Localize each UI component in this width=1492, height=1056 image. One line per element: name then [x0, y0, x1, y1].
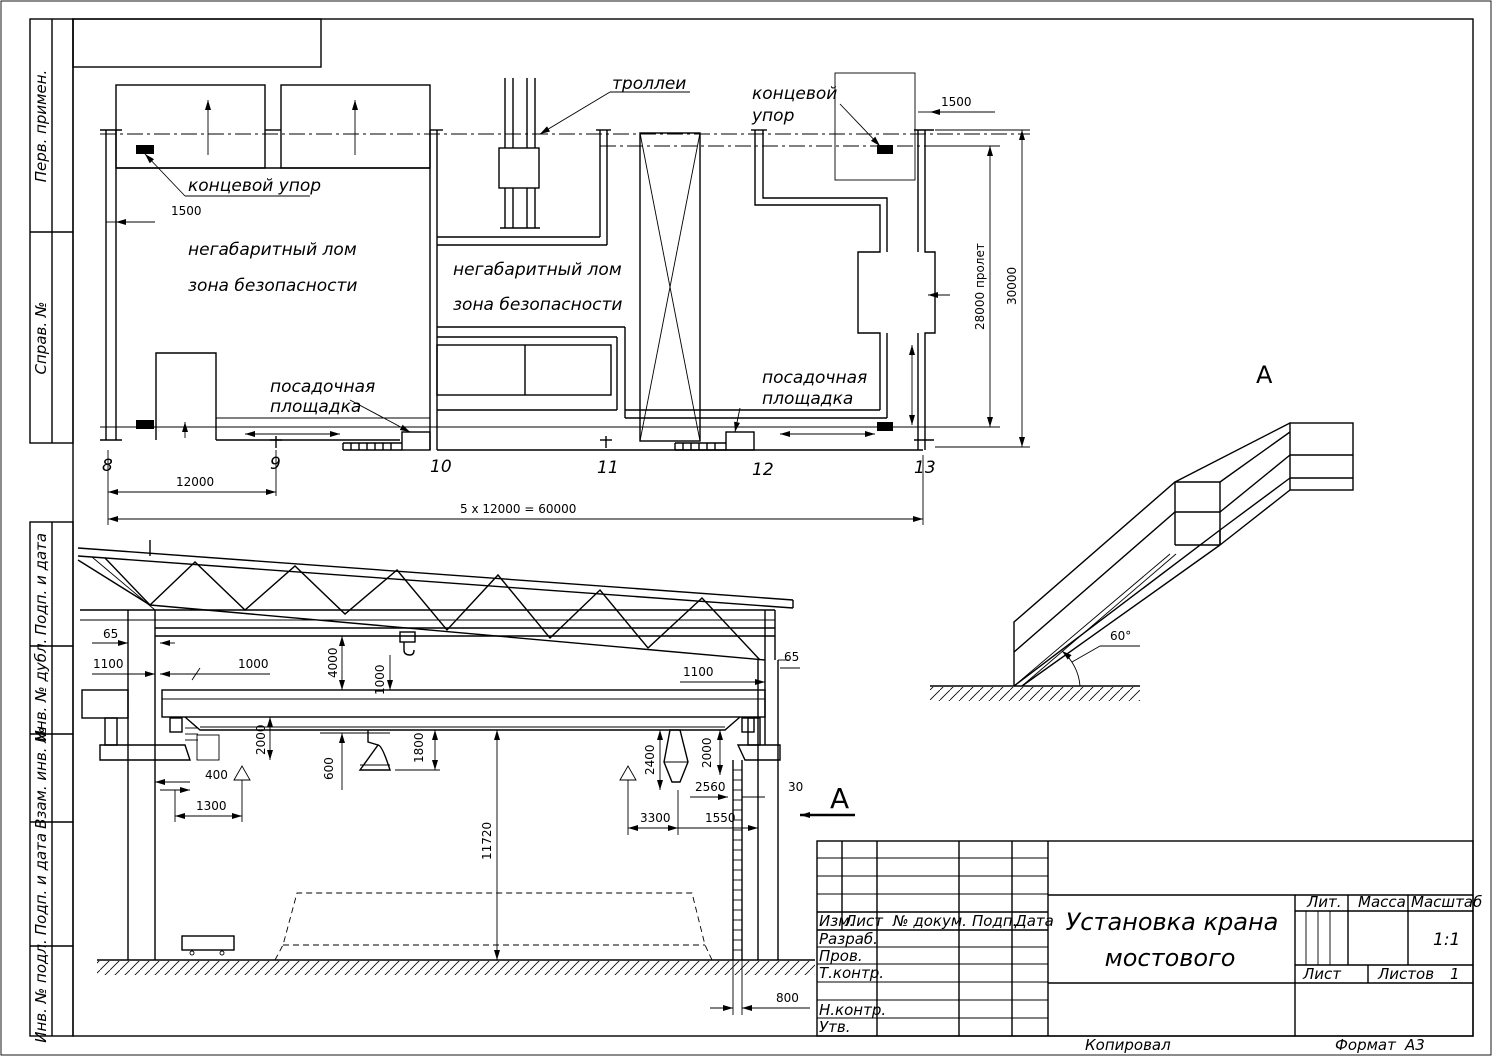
section-view: 65 65 1100 1000 4000 1000 1100 2000 400 …	[77, 540, 855, 1015]
tb-lit: Лит.	[1306, 893, 1342, 911]
axis-8: 8	[102, 456, 113, 476]
tb-col-sign: Подп.	[972, 912, 1017, 930]
tb-col-date: Дата	[1014, 912, 1054, 930]
label-landing-left-1: посадочная	[270, 377, 375, 397]
dim-total: 5 x 12000 = 60000	[460, 502, 576, 516]
axis-10: 10	[430, 457, 452, 477]
margin-perv-primen: Перв. примен.	[32, 70, 50, 183]
dim-2000-right: 2000	[700, 737, 714, 768]
dim-2560: 2560	[695, 780, 726, 794]
axis-13: 13	[914, 458, 936, 478]
label-oversize-1: негабаритный лом	[188, 240, 357, 260]
dim-30000: 30000	[1005, 267, 1019, 305]
tb-listov: Листов	[1377, 965, 1434, 983]
label-safety-zone-1: зона безопасности	[188, 276, 357, 296]
dim-400: 400	[205, 768, 228, 782]
dim-11720: 11720	[480, 822, 494, 860]
left-margin: Перв. примен. Справ. № Подп. и дата Инв.…	[29, 18, 74, 1043]
dim-1000-h: 1000	[238, 657, 269, 671]
axis-11: 11	[597, 458, 619, 478]
tb-scale-value: 1:1	[1433, 930, 1460, 950]
label-landing-right-2: площадка	[762, 389, 853, 409]
dim-1550: 1550	[705, 811, 736, 825]
dim-1800: 1800	[412, 732, 426, 763]
tb-kopiroval: Копировал	[1085, 1036, 1171, 1054]
dim-800: 800	[776, 991, 799, 1005]
margin-vzam-inv: Взам. инв. №	[32, 727, 50, 829]
dim-span: 28000 пролет	[973, 243, 987, 330]
tb-masshtab: Масштаб	[1411, 893, 1482, 911]
tb-list: Лист	[1302, 965, 1342, 983]
tb-listov-value: 1	[1450, 965, 1460, 983]
drawing-title-line2: мостового	[1105, 944, 1236, 972]
dim-1500-right: 1500	[941, 95, 972, 109]
dim-2000-left: 2000	[254, 724, 268, 755]
dim-65-left: 65	[103, 627, 118, 641]
dim-30: 30	[788, 780, 803, 794]
dim-65-right: 65	[784, 650, 799, 664]
angle-label: 60°	[1110, 629, 1131, 643]
plan-view: троллеи концевой упор 1500 концевой упор…	[100, 72, 1030, 525]
tb-col-doc: № докум.	[892, 912, 967, 930]
tb-format: Формат	[1335, 1036, 1397, 1054]
margin-podp-data-1: Подп. и дата	[32, 533, 50, 635]
label-landing-right-1: посадочная	[762, 368, 867, 388]
tb-format-value: А3	[1404, 1036, 1425, 1054]
tb-massa: Масса	[1358, 893, 1406, 911]
label-trolley: троллеи	[612, 74, 686, 94]
dim-600: 600	[322, 757, 336, 780]
title-block: Изм. Лист № докум. Подп. Дата Разраб. Пр…	[816, 840, 1482, 1054]
drawing-title-line1: Установка крана	[1066, 908, 1279, 936]
tb-row-tkontr: Т.контр.	[819, 964, 884, 982]
label-end-stop-right-1: концевой	[752, 84, 837, 104]
tb-row-prov: Пров.	[819, 947, 863, 965]
label-safety-zone-2: зона безопасности	[453, 295, 622, 315]
dim-1500-left: 1500	[171, 204, 202, 218]
dim-1100-left: 1100	[93, 657, 124, 671]
dim-1300: 1300	[196, 799, 227, 813]
margin-inv-dubl: Инв. № дубл.	[32, 639, 50, 742]
view-a-label: А	[1256, 361, 1273, 389]
margin-inv-podl: Инв. № подл.	[32, 939, 50, 1042]
margin-sprav-no: Справ. №	[32, 302, 50, 375]
label-landing-left-2: площадка	[270, 397, 361, 417]
dim-1100-right: 1100	[683, 665, 714, 679]
ladder	[732, 760, 743, 960]
tb-row-utv: Утв.	[819, 1018, 851, 1036]
dim-4000: 4000	[326, 647, 340, 678]
tb-row-nkontr: Н.контр.	[819, 1001, 886, 1019]
tb-col-list: Лист	[844, 912, 884, 930]
label-oversize-2: негабаритный лом	[453, 260, 622, 280]
dim-3300: 3300	[640, 811, 671, 825]
axis-12: 12	[752, 460, 774, 480]
view-a-stair: А 60°	[930, 361, 1354, 701]
dim-12000: 12000	[176, 475, 214, 489]
dim-1000-v: 1000	[373, 664, 387, 695]
stair-right	[674, 442, 726, 451]
tb-col-izm: Изм.	[819, 912, 854, 930]
label-end-stop-left: концевой упор	[188, 176, 321, 196]
stair-left	[342, 442, 402, 451]
tb-row-razrab: Разраб.	[819, 930, 878, 948]
dim-2400: 2400	[643, 744, 657, 775]
axis-9: 9	[270, 454, 281, 474]
margin-podp-data-2: Подп. и дата	[32, 833, 50, 935]
label-end-stop-right-2: упор	[751, 106, 795, 126]
section-arrow-label: А	[830, 782, 849, 815]
